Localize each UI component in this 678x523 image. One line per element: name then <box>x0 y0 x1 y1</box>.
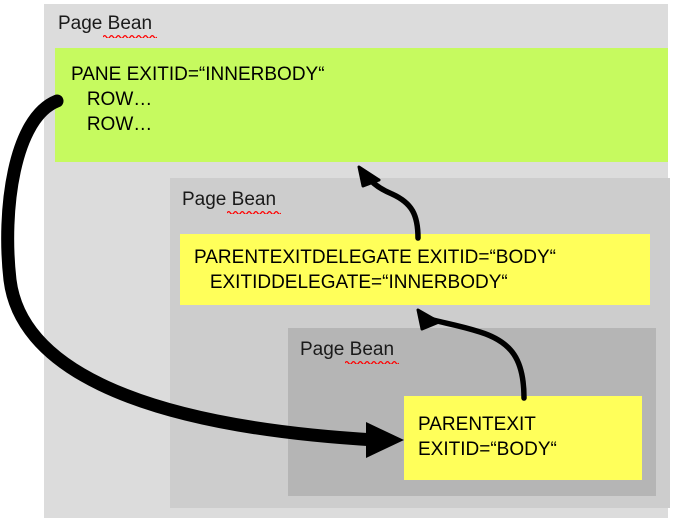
panel-label-inner: Page Bean <box>300 339 395 360</box>
panel-label-middle: Page Bean <box>182 189 277 210</box>
code-box-parentexit: PARENTEXIT EXITID=“BODY“ <box>404 396 642 480</box>
spellcheck-underline-middle <box>227 210 281 214</box>
panel-label-outer: Page Bean <box>58 13 153 34</box>
code-box-pane: PANE EXITID=“INNERBODY“ ROW… ROW… <box>55 48 668 162</box>
code-box-parentexitdelegate: PARENTEXITDELEGATE EXITID=“BODY“ EXITIDD… <box>180 234 650 305</box>
spellcheck-underline-outer <box>103 34 157 38</box>
spellcheck-underline-inner <box>345 360 399 364</box>
